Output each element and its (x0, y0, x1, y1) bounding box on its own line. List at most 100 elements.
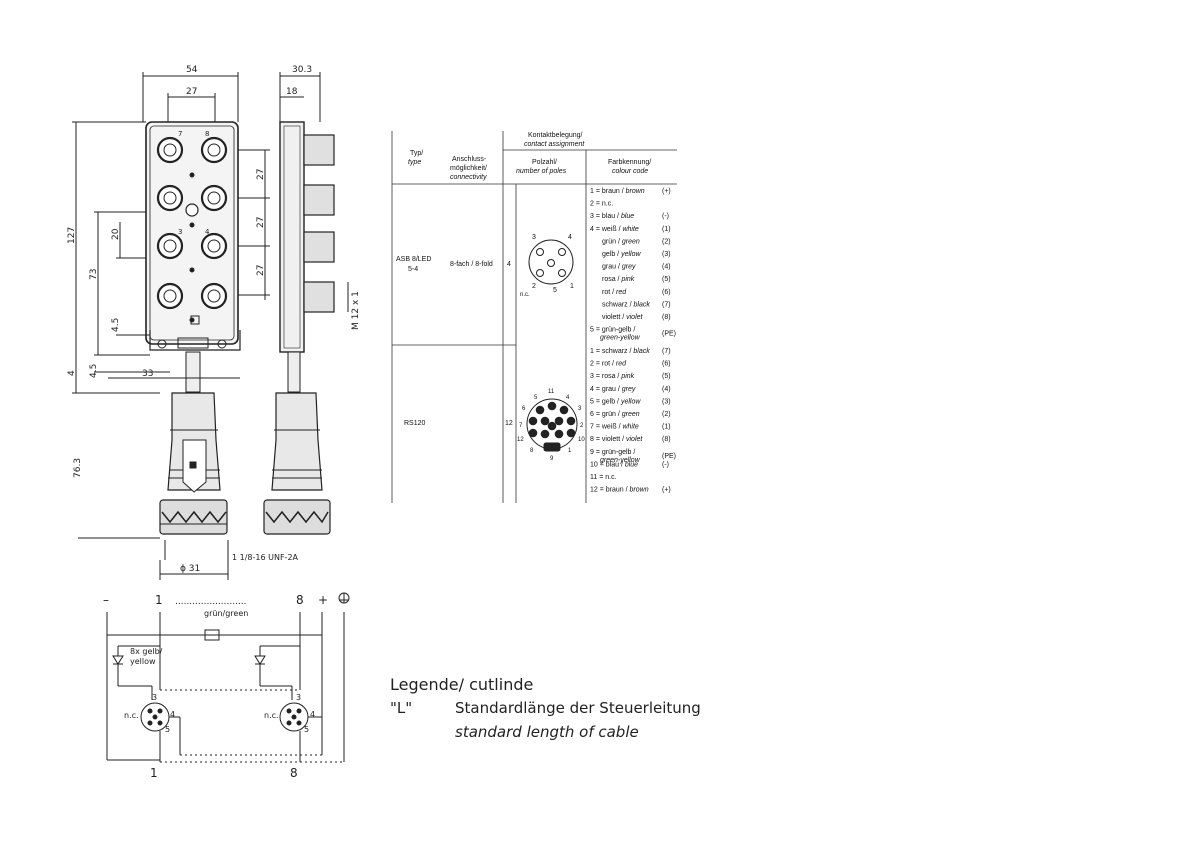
port-label: 8 (205, 130, 209, 138)
svg-text:n.c.: n.c. (264, 711, 279, 720)
pinout-12pin: 11 5 4 6 3 7 2 12 10 8 1 9 (517, 389, 585, 462)
svg-text:4: 4 (566, 395, 570, 401)
colour-code: (4) (662, 386, 671, 393)
svg-text:.........................: ......................... (175, 597, 247, 607)
svg-text:1: 1 (155, 593, 163, 607)
colour-code: (PE) (662, 331, 676, 338)
svg-text:8: 8 (296, 593, 304, 607)
dim-127: 127 (67, 227, 77, 244)
dim-76-3: 76.3 (73, 458, 83, 478)
colour-code: (-) (662, 213, 669, 220)
colour-row: rosa / pink (602, 276, 635, 283)
port-2 (200, 282, 228, 310)
wiring-schematic (106, 592, 350, 763)
svg-text:connectivity: connectivity (450, 174, 487, 181)
dim-73: 73 (89, 269, 99, 280)
svg-text:yellow: yellow (130, 657, 156, 666)
svg-text:8: 8 (290, 766, 298, 780)
svg-text:4: 4 (568, 234, 572, 241)
legend-title: Legende/ cutlinde (390, 675, 533, 694)
colour-row: 9 = grün-gelb /green-yellow (590, 449, 641, 464)
port-number-labels: 7 8 3 4 (178, 130, 210, 236)
dim-30-3: 30.3 (292, 65, 312, 75)
svg-text:1: 1 (568, 448, 572, 454)
type-rs120: RS120 (404, 420, 426, 427)
port-label: 3 (178, 228, 182, 236)
colour-row: 8 = violett / violet (590, 436, 643, 443)
dim-pitch2: 27 (256, 217, 266, 228)
colour-row: 5 = gelb / yellow (590, 398, 641, 405)
svg-text:colour code: colour code (612, 168, 648, 175)
colour-code: (7) (662, 301, 671, 308)
svg-text:3: 3 (152, 693, 157, 702)
colour-code: (8) (662, 436, 671, 443)
svg-text:–: – (103, 593, 109, 607)
colour-code: (2) (662, 411, 671, 418)
legend: Legende/ cutlinde "L" Standardlänge der … (390, 675, 701, 741)
legend-de: Standardlänge der Steuerleitung (455, 699, 701, 717)
svg-text:1: 1 (150, 766, 158, 780)
colour-code: (+) (662, 487, 671, 494)
port-5 (156, 184, 184, 212)
svg-text:Anschluss-: Anschluss- (452, 156, 487, 163)
ports (156, 136, 228, 323)
colour-row: 1 = braun / brown (590, 188, 645, 195)
svg-text:grün/green: grün/green (204, 609, 248, 618)
svg-text:Polzahl/: Polzahl/ (532, 159, 557, 166)
front-view (72, 72, 270, 580)
colour-row: 3 = blau / blue (590, 213, 634, 220)
svg-text:5: 5 (165, 725, 170, 734)
contact-table (391, 131, 677, 503)
colour-code: (1) (662, 226, 671, 233)
dim-27: 27 (186, 87, 197, 97)
port-label: 7 (178, 130, 182, 138)
colour-row: schwarz / black (602, 301, 650, 308)
svg-text:3: 3 (532, 234, 536, 241)
svg-text:Kontaktbelegung/: Kontaktbelegung/ (528, 132, 583, 139)
dim-4-5a: 4.5 (111, 318, 121, 332)
colour-row: 3 = rosa / pink (590, 373, 635, 380)
port-3 (156, 232, 184, 260)
svg-text:4: 4 (310, 710, 315, 719)
svg-text:5: 5 (534, 395, 538, 401)
svg-text:11: 11 (548, 389, 555, 395)
port-7 (156, 136, 184, 164)
svg-text:+: + (318, 593, 328, 607)
legend-en: standard length of cable (455, 723, 639, 741)
colour-code: (6) (662, 361, 671, 368)
port-4 (200, 232, 228, 260)
svg-text:10: 10 (578, 437, 585, 443)
svg-text:5-4: 5-4 (408, 266, 418, 273)
dim-pitch3: 27 (256, 265, 266, 276)
svg-text:Farbkennung/: Farbkennung/ (608, 159, 651, 166)
svg-text:5: 5 (553, 287, 557, 294)
svg-text:8x gelb/: 8x gelb/ (130, 647, 163, 656)
port-label: 4 (205, 228, 210, 236)
svg-text:8-fach / 8-fold: 8-fach / 8-fold (450, 261, 493, 268)
schematic-labels: – 1 ......................... 8 + grün/g… (103, 593, 328, 780)
svg-text:12: 12 (517, 437, 524, 443)
dim-33: 33 (142, 369, 153, 379)
svg-text:4: 4 (507, 261, 511, 268)
colour-row: 2 = n.c. (590, 201, 613, 208)
colour-code: (8) (662, 314, 671, 321)
colour-code: (6) (662, 289, 671, 296)
svg-text:möglichkeit/: möglichkeit/ (450, 165, 487, 172)
dim-18: 18 (286, 87, 298, 97)
dim-thread: M 12 x 1 (351, 291, 361, 330)
svg-text:2: 2 (580, 423, 584, 429)
dim-20: 20 (111, 228, 121, 240)
svg-text:1: 1 (570, 283, 574, 290)
legend-key: "L" (390, 699, 412, 717)
svg-text:n.c.: n.c. (520, 292, 530, 298)
dim-unf: 1 1/8-16 UNF-2A (232, 553, 299, 562)
svg-text:6: 6 (522, 406, 526, 412)
colour-code-rs120: 1 = schwarz / black(7)2 = rot / red(6)3 … (590, 348, 676, 494)
svg-text:7: 7 (519, 423, 523, 429)
colour-row: grau / grey (602, 264, 636, 271)
svg-text:contact assignment: contact assignment (524, 141, 585, 148)
port-1 (156, 282, 184, 310)
svg-text:8: 8 (530, 448, 534, 454)
colour-row: 11 = n.c. (590, 474, 617, 481)
